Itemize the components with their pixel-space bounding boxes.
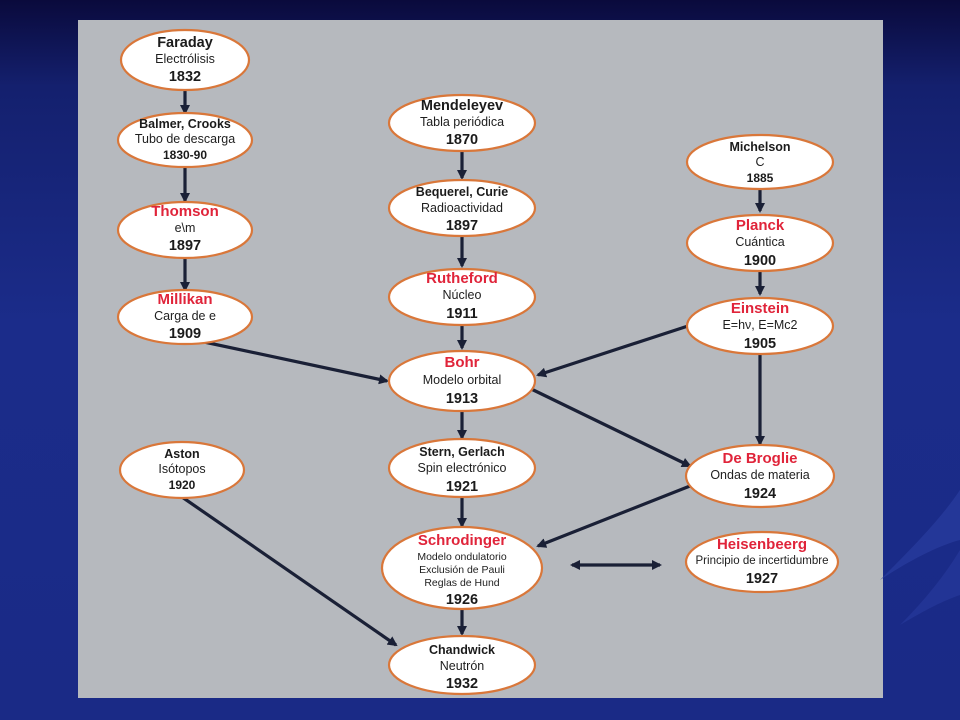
node-thomson-shape xyxy=(116,200,254,260)
node-bequerel-name: Bequerel, Curie xyxy=(416,185,508,199)
diagram-panel: Faraday Electrólisis 1832 Balmer, Crooks… xyxy=(78,20,883,698)
node-balmer-year: 1830-90 xyxy=(163,148,207,162)
node-debroglie-desc: Ondas de materia xyxy=(710,468,809,482)
node-schrodinger: Schrodinger Modelo ondulatorio Exclusión… xyxy=(380,525,544,611)
node-planck-year: 1900 xyxy=(744,253,776,269)
node-rutheford-year: 1911 xyxy=(446,306,477,322)
node-chandwick-shape xyxy=(387,634,537,696)
node-chandwick-name: Chandwick xyxy=(429,643,495,657)
node-bequerel: Bequerel, Curie Radioactividad 1897 xyxy=(387,178,537,238)
arrow-einstein-bohr xyxy=(536,324,689,378)
node-thomson-year: 1897 xyxy=(169,238,201,254)
node-rutheford-desc: Núcleo xyxy=(443,288,482,302)
node-heisenbeerg-shape xyxy=(684,530,840,594)
node-heisenbeerg: Heisenbeerg Principio de incertidumbre 1… xyxy=(684,530,840,594)
node-aston-name: Aston xyxy=(164,447,199,461)
node-balmer-name: Balmer, Crooks xyxy=(139,117,231,131)
node-planck-shape xyxy=(685,213,835,273)
node-planck: Planck Cuántica 1900 xyxy=(685,213,835,273)
node-bohr-shape xyxy=(387,349,537,413)
node-thomson-desc: e\m xyxy=(175,221,196,235)
node-schrodinger-desc-3: Reglas de Hund xyxy=(424,577,499,589)
node-bohr-name: Bohr xyxy=(445,354,480,371)
node-millikan: Millikan Carga de e 1909 xyxy=(116,288,254,346)
arrow-millikan-bohr xyxy=(189,337,389,385)
node-einstein: Einstein E=hν, E=Mc2 1905 xyxy=(685,296,835,356)
node-mendeleyev-shape xyxy=(387,93,537,153)
node-planck-desc: Cuántica xyxy=(735,235,784,249)
node-aston-desc: Isótopos xyxy=(158,462,205,476)
node-thomson-name: Thomson xyxy=(151,203,219,220)
node-faraday-desc: Electrólisis xyxy=(155,52,215,66)
arrow-bohr-debroglie xyxy=(522,383,692,468)
node-schrodinger-name: Schrodinger xyxy=(418,532,507,549)
node-balmer: Balmer, Crooks Tubo de descarga 1830-90 xyxy=(116,111,254,169)
node-mendeleyev-year: 1870 xyxy=(446,132,478,148)
node-stern: Stern, Gerlach Spin electrónico 1921 xyxy=(387,437,537,499)
node-michelson-desc: C xyxy=(755,155,764,169)
node-faraday-shape xyxy=(119,28,251,92)
node-faraday: Faraday Electrólisis 1832 xyxy=(119,28,251,92)
node-michelson-year: 1885 xyxy=(747,171,774,185)
node-balmer-shape xyxy=(116,111,254,169)
node-bequerel-desc: Radioactividad xyxy=(421,201,503,215)
node-chandwick-desc: Neutrón xyxy=(440,659,485,673)
node-schrodinger-desc-2: Exclusión de Pauli xyxy=(419,564,505,576)
node-stern-desc: Spin electrónico xyxy=(418,461,507,475)
node-mendeleyev-name: Mendeleyev xyxy=(421,98,503,114)
node-stern-shape xyxy=(387,437,537,499)
node-schrodinger-shape xyxy=(380,525,544,611)
node-debroglie-year: 1924 xyxy=(744,486,776,502)
node-balmer-desc: Tubo de descarga xyxy=(135,132,235,146)
node-einstein-year: 1905 xyxy=(744,336,776,352)
node-michelson: Michelson C 1885 xyxy=(685,133,835,191)
node-aston-shape xyxy=(118,440,246,500)
node-debroglie-name: De Broglie xyxy=(722,450,797,467)
node-stern-year: 1921 xyxy=(446,479,478,495)
node-heisenbeerg-year: 1927 xyxy=(746,571,778,587)
node-bequerel-shape xyxy=(387,178,537,238)
node-schrodinger-year: 1926 xyxy=(446,592,478,608)
arrow-debroglie-schrodinger xyxy=(536,484,691,548)
node-rutheford-shape xyxy=(387,267,537,327)
node-einstein-name: Einstein xyxy=(731,300,789,317)
node-chandwick: Chandwick Neutrón 1932 xyxy=(387,634,537,696)
node-heisenbeerg-desc: Principio de incertidumbre xyxy=(696,555,829,567)
node-einstein-shape xyxy=(685,296,835,356)
node-rutheford: Rutheford Núcleo 1911 xyxy=(387,267,537,327)
node-michelson-shape xyxy=(685,133,835,191)
arrow-aston-chandwick xyxy=(181,495,398,647)
node-millikan-desc: Carga de e xyxy=(154,309,216,323)
node-faraday-name: Faraday xyxy=(157,35,213,51)
node-mendeleyev: Mendeleyev Tabla periódica 1870 xyxy=(387,93,537,153)
node-stern-name: Stern, Gerlach xyxy=(419,445,504,459)
node-aston: Aston Isótopos 1920 xyxy=(118,440,246,500)
node-thomson: Thomson e\m 1897 xyxy=(116,200,254,260)
node-millikan-year: 1909 xyxy=(169,326,201,342)
timeline-diagram: Faraday Electrólisis 1832 Balmer, Crooks… xyxy=(116,28,840,696)
node-millikan-name: Millikan xyxy=(157,291,212,308)
node-bequerel-year: 1897 xyxy=(446,218,478,234)
node-debroglie-shape xyxy=(684,443,836,509)
decorative-swoosh xyxy=(880,490,960,625)
node-faraday-year: 1832 xyxy=(169,69,201,85)
node-millikan-shape xyxy=(116,288,254,346)
node-planck-name: Planck xyxy=(736,217,785,234)
node-schrodinger-desc-1: Modelo ondulatorio xyxy=(417,551,506,563)
node-chandwick-year: 1932 xyxy=(446,676,478,692)
node-mendeleyev-desc: Tabla periódica xyxy=(420,115,504,129)
node-debroglie: De Broglie Ondas de materia 1924 xyxy=(684,443,836,509)
edges xyxy=(180,89,765,647)
node-michelson-name: Michelson xyxy=(729,140,790,154)
node-bohr-desc: Modelo orbital xyxy=(423,373,502,387)
node-rutheford-name: Rutheford xyxy=(426,270,498,287)
node-bohr-year: 1913 xyxy=(446,391,478,407)
node-bohr: Bohr Modelo orbital 1913 xyxy=(387,349,537,413)
node-aston-year: 1920 xyxy=(169,478,196,492)
node-einstein-desc: E=hν, E=Mc2 xyxy=(722,318,797,332)
node-heisenbeerg-name: Heisenbeerg xyxy=(717,536,807,553)
